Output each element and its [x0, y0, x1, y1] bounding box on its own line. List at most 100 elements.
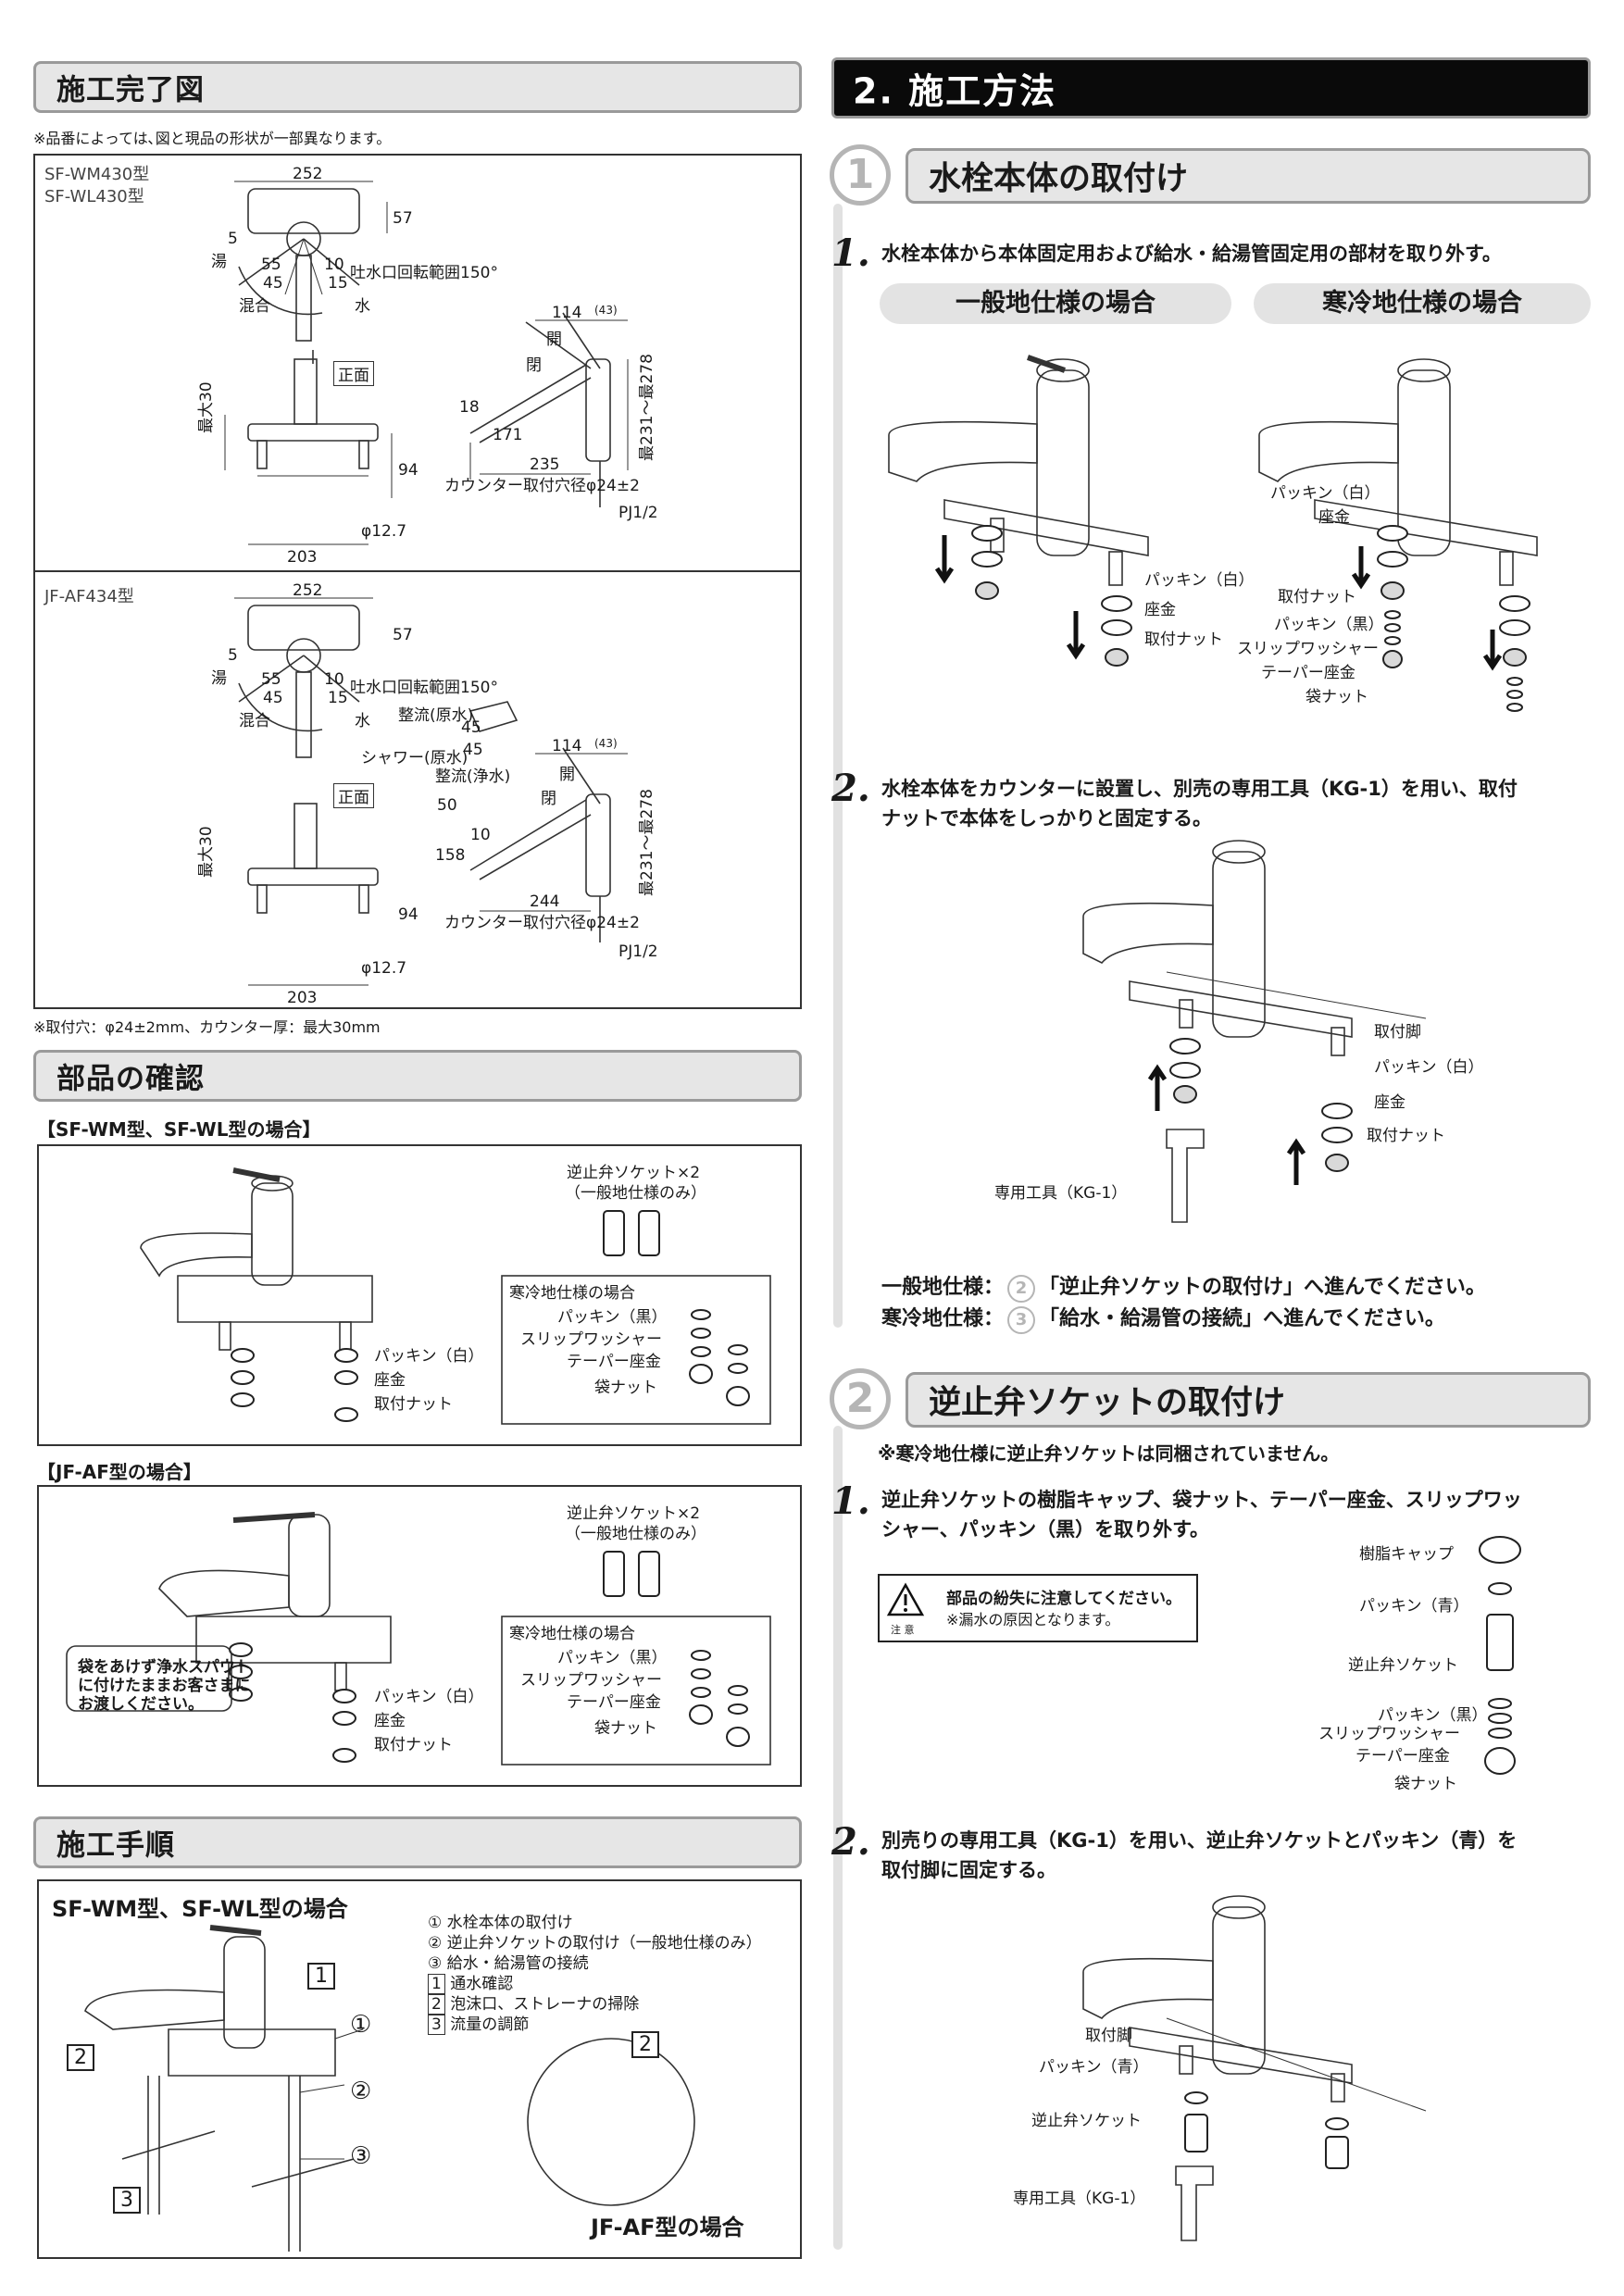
angle-10: 10	[324, 670, 344, 689]
dim-43: (43)	[594, 737, 618, 750]
label-spout-range: 吐水口回転範囲150°	[350, 264, 498, 282]
dim-203: 203	[287, 548, 318, 567]
label-cold: 水	[355, 712, 370, 730]
cold-part-label: パッキン（黒）	[557, 1308, 668, 1327]
general-part-label: 座金	[1144, 601, 1176, 619]
section-procedure-header: 施工手順	[33, 1816, 802, 1868]
procedure-check: 1 通水確認	[428, 1970, 513, 1994]
parts-wm-box: 逆止弁ソケット×2 （一般地仕様のみ） 寒冷地仕様の場合 パッキン（黒） スリッ…	[37, 1144, 802, 1446]
label-leg: 取付脚	[1374, 1023, 1421, 1042]
step-number: 2.	[831, 767, 870, 810]
faucet-drawing	[66, 1512, 771, 1766]
dim-252: 252	[293, 165, 323, 183]
section-2-rule	[833, 1426, 843, 2250]
check-text: 泡沫口、ストレーナの掃除	[450, 1995, 640, 2014]
cold-part-label: 座金	[1318, 508, 1350, 527]
cold-part-label: スリップワッシャー	[520, 1330, 662, 1349]
label-pj: PJ1/2	[618, 942, 658, 961]
socket-parts-drawing	[1479, 1536, 1521, 1775]
check-number: 2	[428, 1994, 445, 2015]
procedure-check: 3 流量の調節	[428, 2011, 530, 2035]
dim-114: 114	[552, 304, 582, 322]
mark-box-2: 2	[67, 2044, 94, 2071]
check-number: 1	[428, 1974, 445, 1994]
section-title: 施工手順	[56, 1828, 175, 1863]
step-text-line: ナットで本体をしっかりと固定する。	[881, 807, 1212, 830]
cold-part-label: スリップワッシャー	[520, 1671, 662, 1690]
procedure-step: ① 水栓本体の取付け	[428, 1914, 573, 1932]
main-section-title: 2. 施工方法	[853, 70, 1057, 112]
dim-range: 最231～最278	[638, 789, 656, 896]
label-hot: 湯	[211, 669, 227, 688]
section-1-title: 水栓本体の取付け	[929, 160, 1189, 198]
completion-diagram-box-2: JF-AF434型 252 57 湯 混合 水 5 55 45 10 15 吐水…	[33, 570, 802, 1009]
label-socket: 逆止弁ソケット	[1031, 2112, 1142, 2130]
mark-circle-2: ②	[350, 2078, 372, 2105]
mark-circle-3: ③	[350, 2142, 372, 2170]
warning-icon	[886, 1582, 925, 1616]
section-2-title: 逆止弁ソケットの取付け	[929, 1384, 1286, 1422]
socket-part-label: 樹脂キャップ	[1359, 1545, 1454, 1564]
socket-part-label: パッキン（黒）	[1378, 1706, 1488, 1725]
socket-part-label: スリップワッシャー	[1318, 1725, 1460, 1743]
dim-18: 18	[459, 398, 480, 417]
callout-line: に付けたままお客さまに	[78, 1677, 251, 1695]
dim-range: 最231～最278	[638, 354, 656, 461]
section-title: 施工完了図	[56, 73, 205, 107]
label-hole: カウンター取付穴径φ24±2	[444, 477, 640, 495]
label-tool: 専用工具（KG-1）	[1013, 2190, 1146, 2208]
step-text: 水栓本体から本体固定用および給水・給湯管固定用の部材を取り外す。	[881, 243, 1502, 265]
procedure-box: SF-WM型、SF-WL型の場合 ① 水栓本体の取付け ② 逆止弁ソケットの取付…	[37, 1879, 802, 2259]
angle-45: 45	[263, 274, 283, 293]
caution-icon-label: 注 意	[891, 1624, 915, 1636]
completion-diagram-box-1: SF-WM430型 SF-WL430型 252 57	[33, 154, 802, 572]
step-text-line: 水栓本体をカウンターに設置し、別売の専用工具（KG-1）を用い、取付	[881, 778, 1518, 800]
dim-10: 10	[470, 826, 491, 844]
procedure-step: ③ 給水・給湯管の接続	[428, 1954, 589, 1973]
inset-caption: JF-AF型の場合	[591, 2215, 744, 2240]
socket-label: 逆止弁ソケット×2	[567, 1504, 701, 1523]
dim-94: 94	[398, 905, 418, 924]
next-step-cold: 寒冷地仕様：3「給水・給湯管の接続」へ進んでください。	[881, 1302, 1445, 1334]
cold-part-label: 袋ナット	[594, 1719, 657, 1738]
remove-parts-drawing	[888, 355, 1538, 712]
label-packing: パッキン（青）	[1039, 2058, 1149, 2077]
label-cold: 水	[355, 297, 370, 316]
label-front: 正面	[333, 361, 374, 386]
faucet-drawing	[140, 1167, 771, 1425]
dim-203: 203	[287, 989, 318, 1007]
label-mix: 混合	[239, 297, 270, 316]
dim-phi: φ12.7	[361, 959, 407, 978]
label-pj: PJ1/2	[618, 504, 658, 522]
socket-part-label: 逆止弁ソケット	[1348, 1656, 1458, 1675]
check-text: 流量の調節	[450, 2015, 530, 2034]
angle-5: 5	[228, 646, 238, 665]
label-washer: 座金	[1374, 1093, 1405, 1112]
next-prefix: 一般地仕様：	[881, 1276, 1005, 1299]
parts-af-heading: 【JF-AF型の場合】	[37, 1461, 202, 1483]
angle-10: 10	[324, 256, 344, 274]
check-number: 3	[428, 2015, 445, 2035]
socket-part-label: 袋ナット	[1394, 1775, 1457, 1793]
angle-b45b: 45	[463, 741, 483, 759]
procedure-step: ② 逆止弁ソケットの取付け（一般地仕様のみ）	[428, 1934, 762, 1953]
caution-sub: ※漏水の原因となります。	[946, 1611, 1120, 1628]
step-number: 1.	[831, 1479, 870, 1523]
main-section-header: 2. 施工方法	[831, 57, 1591, 119]
model-label: SF-WL430型	[44, 187, 144, 206]
procedure-check: 2 泡沫口、ストレーナの掃除	[428, 1990, 640, 2015]
dim-114: 114	[552, 737, 582, 755]
procedure-subtitle: SF-WM型、SF-WL型の場合	[52, 1896, 348, 1922]
socket-label: 逆止弁ソケット×2	[567, 1164, 701, 1182]
mark-circle-1: ①	[350, 2011, 372, 2039]
dim-phi: φ12.7	[361, 522, 407, 541]
angle-55: 55	[261, 256, 281, 274]
install-body-drawing	[1082, 840, 1427, 1223]
main-part-label: 取付ナット	[374, 1736, 453, 1754]
dim-235: 235	[530, 455, 560, 474]
next-step-general: 一般地仕様：2「逆止弁ソケットの取付け」へ進んでください。	[881, 1270, 1486, 1303]
mark-box-1: 1	[307, 1963, 335, 1990]
next-prefix: 寒冷地仕様：	[881, 1307, 1005, 1330]
label-open: 開	[546, 331, 562, 349]
section-2-title-bar: 逆止弁ソケットの取付け	[906, 1372, 1591, 1428]
